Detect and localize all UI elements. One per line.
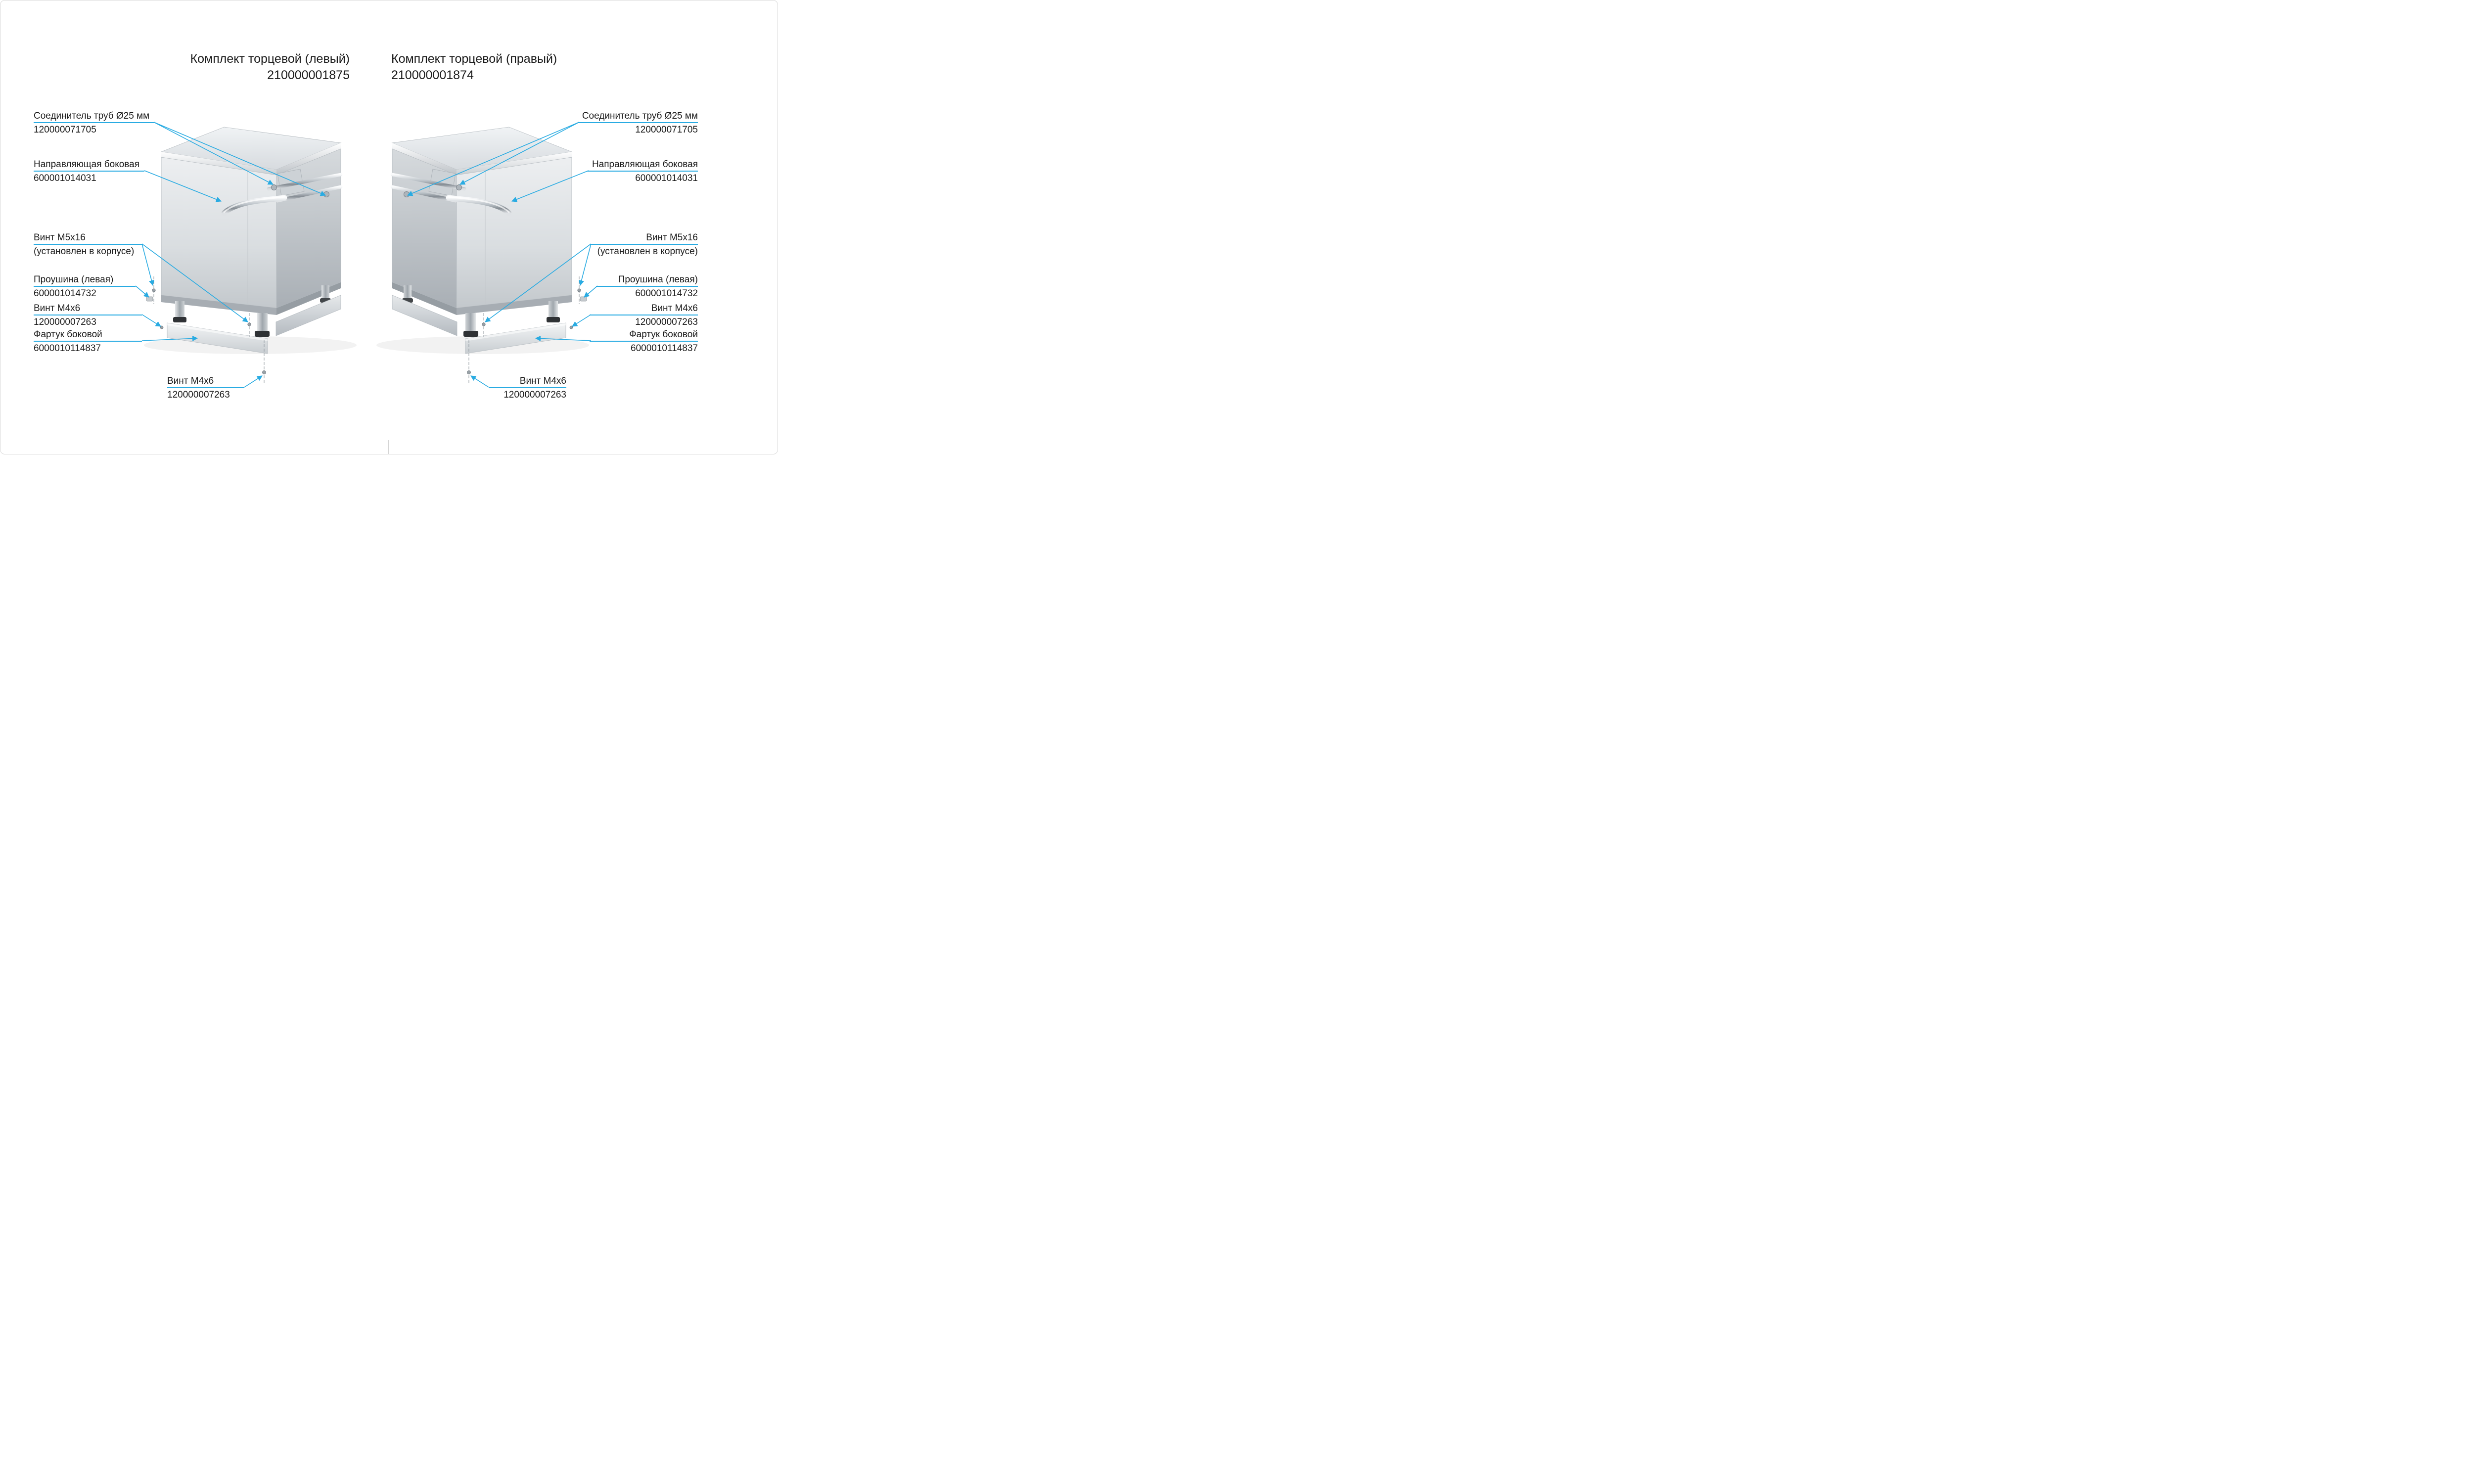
callout-underline (34, 244, 142, 245)
callout-label: Фартук боковой (34, 329, 102, 340)
callout-underline (34, 341, 142, 342)
callout-right-screw-m5x16: Винт М5х16 (установлен в корпусе) (590, 232, 698, 257)
callout-label: Винт М4х6 (651, 303, 698, 314)
callout-right-pipe-connector: Соединитель труб Ø25 мм 120000071705 (578, 110, 698, 135)
callout-label: Проушина (левая) (618, 274, 698, 285)
callout-label: Соединитель труб Ø25 мм (582, 111, 698, 121)
cabinet-right (376, 127, 589, 384)
callout-label: Направляющая боковая (34, 159, 140, 170)
callout-number: 6000010114837 (34, 343, 101, 354)
title-right-kit-number: 210000001874 (391, 68, 474, 82)
callout-underline (167, 387, 244, 388)
callout-left-eyelet: Проушина (левая) 600001014732 (34, 274, 136, 299)
callout-underline (34, 286, 136, 287)
callout-underline (587, 171, 698, 172)
callout-underline (34, 122, 154, 123)
callout-number: 120000007263 (504, 390, 566, 400)
callout-label: Винт М4х6 (34, 303, 81, 314)
cabinet-illustration (135, 122, 598, 388)
title-left-kit: Комплект торцевой (левый) 210000001875 (149, 51, 350, 84)
callout-number: 120000007263 (167, 390, 230, 400)
diagram-canvas: Комплект торцевой (левый) 210000001875 К… (0, 0, 778, 454)
callout-number: 600001014732 (635, 288, 698, 299)
callout-label: Винт М4х6 (167, 376, 214, 386)
callout-underline (578, 122, 698, 123)
callout-underline (590, 244, 698, 245)
callout-left-side-apron: Фартук боковой 6000010114837 (34, 329, 142, 354)
callout-number: 600001014031 (635, 173, 698, 183)
callout-number: (установлен в корпусе) (34, 246, 135, 257)
cabinet-left (144, 127, 357, 384)
title-right-kit-name: Комплект торцевой (правый) (391, 52, 557, 66)
callout-left-side-guide: Направляющая боковая 600001014031 (34, 159, 144, 184)
callout-right-eyelet: Проушина (левая) 600001014732 (596, 274, 698, 299)
callout-right-screw-m4x6: Винт М4х6 120000007263 (590, 303, 698, 328)
callout-underline (34, 171, 144, 172)
callout-number: 120000007263 (635, 317, 698, 327)
callout-label: Проушина (левая) (34, 274, 114, 285)
callout-number: 600001014031 (34, 173, 96, 183)
callout-underline (489, 387, 566, 388)
callout-label: Винт М4х6 (519, 376, 566, 386)
callout-left-screw-m5x16: Винт М5х16 (установлен в корпусе) (34, 232, 142, 257)
callout-label: Соединитель труб Ø25 мм (34, 111, 150, 121)
callout-number: 600001014732 (34, 288, 96, 299)
callout-right-screw-m4x6-bottom: Винт М4х6 120000007263 (489, 375, 566, 401)
callout-left-screw-m4x6-bottom: Винт М4х6 120000007263 (167, 375, 244, 401)
callout-label: Направляющая боковая (592, 159, 698, 170)
callout-left-screw-m4x6: Винт М4х6 120000007263 (34, 303, 142, 328)
title-left-kit-number: 210000001875 (267, 68, 350, 82)
callout-number: 6000010114837 (631, 343, 698, 354)
bottom-center-divider (388, 440, 389, 454)
leader-arrows (135, 122, 598, 388)
callout-right-side-apron: Фартук боковой 6000010114837 (590, 329, 698, 354)
callout-number: 120000071705 (635, 125, 698, 135)
callout-label: Фартук боковой (629, 329, 698, 340)
callout-label: Винт М5х16 (34, 232, 86, 243)
title-right-kit: Комплект торцевой (правый) 210000001874 (391, 51, 599, 84)
callout-number: 120000071705 (34, 125, 96, 135)
callout-left-pipe-connector: Соединитель труб Ø25 мм 120000071705 (34, 110, 154, 135)
callout-label: Винт М5х16 (646, 232, 698, 243)
callout-underline (590, 341, 698, 342)
callout-number: (установлен в корпусе) (597, 246, 698, 257)
title-left-kit-name: Комплект торцевой (левый) (190, 52, 350, 66)
callout-underline (596, 286, 698, 287)
callout-right-side-guide: Направляющая боковая 600001014031 (587, 159, 698, 184)
callout-number: 120000007263 (34, 317, 96, 327)
